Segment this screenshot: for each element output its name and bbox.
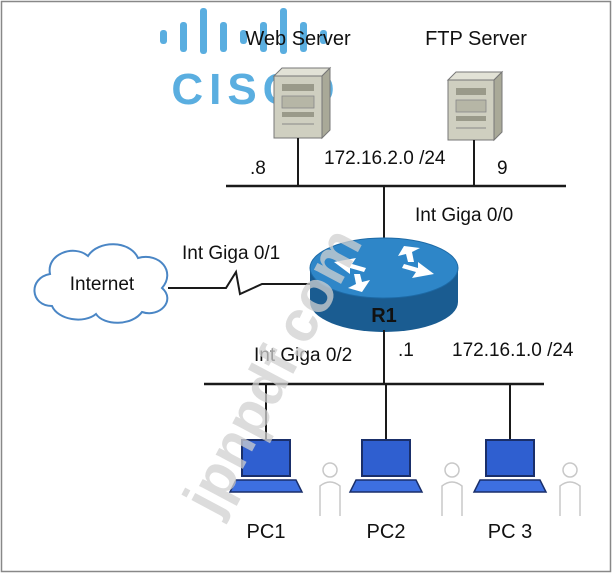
web-server-label: Web Server (245, 28, 351, 50)
internet-cloud-icon (33, 243, 169, 324)
router-icon (309, 237, 459, 332)
pc1-laptop-icon (228, 439, 304, 493)
lan-subnet-label: 172.16.1.0 /24 (452, 340, 574, 361)
router-lan-host: .1 (398, 340, 414, 361)
pc2-label: PC2 (367, 521, 406, 543)
int-giga-0-2-label: Int Giga 0/2 (254, 345, 352, 366)
pc3-label: PC 3 (488, 521, 532, 543)
int-giga-0-1-label: Int Giga 0/1 (182, 243, 280, 264)
pc2-laptop-icon (348, 439, 424, 493)
ftp-server-host: 9 (497, 158, 508, 179)
ftp-server-label: FTP Server (425, 28, 527, 50)
web-server-host: .8 (250, 158, 266, 179)
pc2-user-icon (441, 462, 463, 516)
internet-label: Internet (70, 274, 135, 295)
pc1-user-icon (319, 462, 341, 516)
pc1-label: PC1 (247, 521, 286, 543)
router-name-label: R1 (371, 305, 397, 327)
web-server-icon (272, 66, 332, 140)
int-giga-0-0-label: Int Giga 0/0 (415, 205, 513, 226)
pc3-user-icon (559, 462, 581, 516)
server-subnet-label: 172.16.2.0 /24 (324, 148, 446, 169)
pc3-laptop-icon (472, 439, 548, 493)
internet-link (168, 269, 316, 296)
ftp-server-icon (446, 70, 504, 142)
